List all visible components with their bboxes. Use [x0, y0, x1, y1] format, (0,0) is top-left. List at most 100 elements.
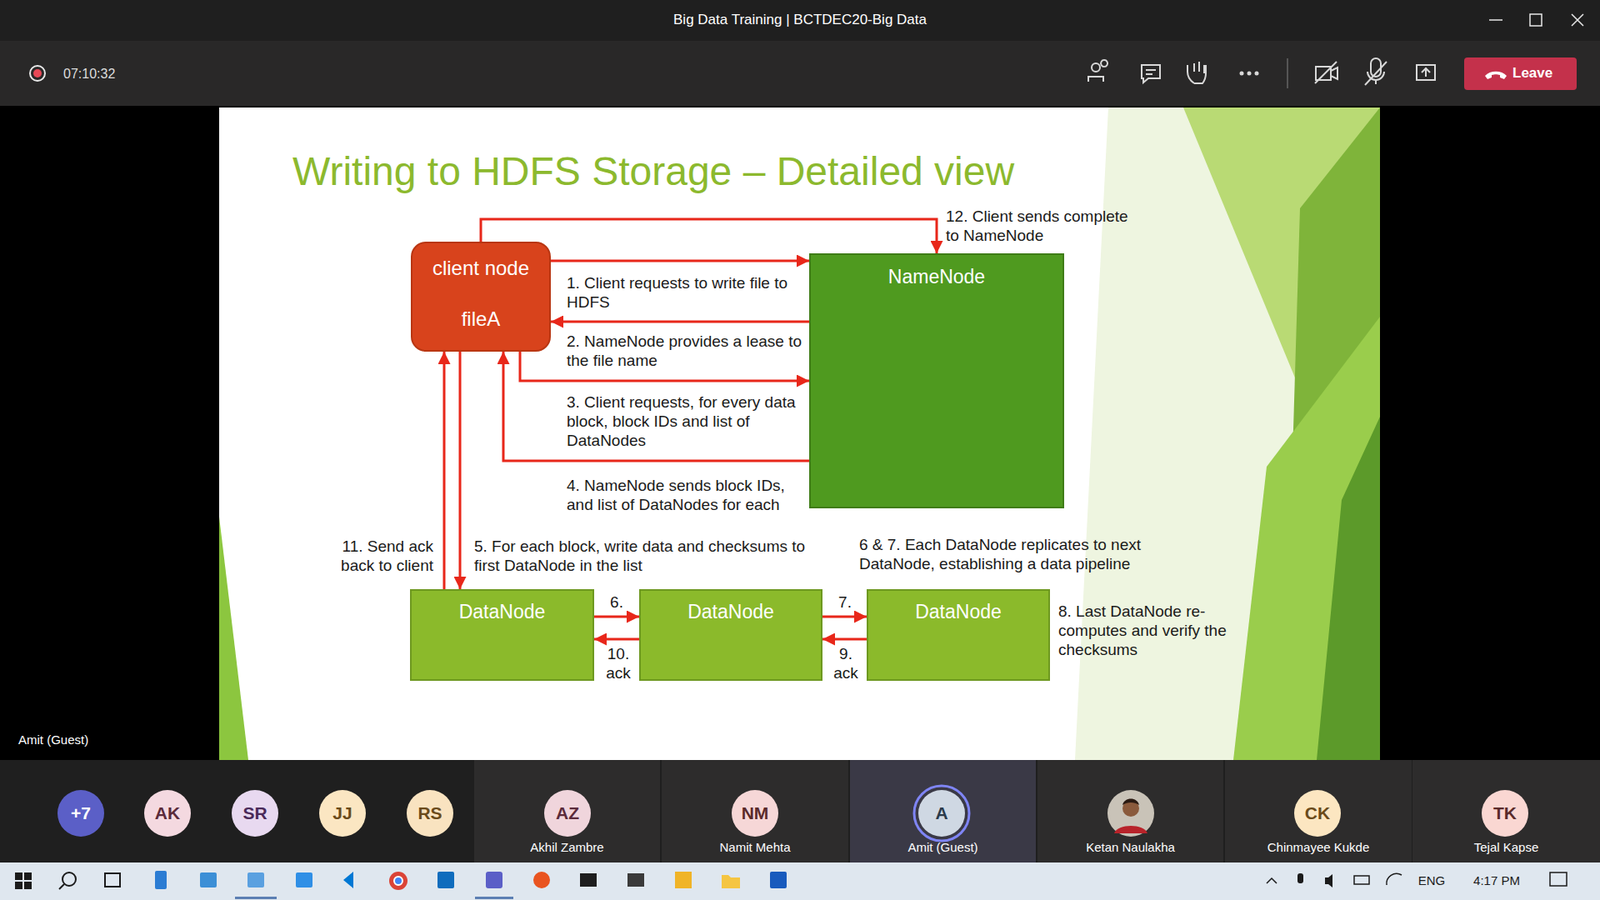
node-title: client node [432, 256, 530, 281]
participant-name: Tejal Kapse [1412, 840, 1600, 855]
word-icon [770, 871, 787, 889]
slide-title: Writing to HDFS Storage – Detailed view [292, 148, 1015, 195]
namenode-box: NameNode [809, 253, 1065, 509]
search-icon [62, 872, 76, 886]
participant-name: Amit (Guest) [850, 840, 1036, 855]
note: 8. Last DataNode re-computes and verify … [1058, 601, 1230, 660]
participant-name: Chinmayee Kukde [1225, 840, 1412, 855]
photo-background [1107, 790, 1155, 837]
avatar-initials: NM [731, 790, 779, 837]
flow-arrow [550, 260, 810, 263]
participant-tile [474, 760, 660, 863]
flow-arrow [520, 351, 810, 381]
language-indicator: ENG [1414, 873, 1450, 889]
flow-arrow [459, 351, 462, 590]
participant-name: Namit Mehta [661, 840, 849, 855]
app-icon [247, 872, 265, 888]
more-icon [1240, 71, 1260, 76]
chrome-icon [394, 876, 403, 885]
vscode-icon [343, 871, 354, 889]
call-timer: 07:10:32 [63, 65, 164, 82]
participant-name: Akhil Zambre [474, 840, 660, 855]
hangup-icon [1485, 71, 1507, 80]
avatar-initials: AZ [544, 790, 591, 837]
step-label: 5. For each block, write data and checks… [474, 536, 833, 575]
participant-name: Ketan Naulakha [1037, 840, 1224, 855]
separator [1286, 58, 1289, 89]
toolbar [0, 40, 1600, 106]
participant-tile [1412, 760, 1600, 863]
avatar-photo [1107, 790, 1155, 837]
dot [1247, 71, 1252, 76]
app-icon [200, 872, 217, 888]
flow-arrow [443, 351, 446, 590]
avatar-initials: TK [1481, 790, 1529, 837]
flow-arrow [550, 320, 810, 324]
participant-tile [661, 760, 849, 863]
slide-decoration [1075, 107, 1380, 760]
flow-arrow [480, 219, 937, 254]
outlook-icon [437, 871, 455, 889]
flow-arrow [594, 638, 640, 641]
slide-decoration [219, 516, 249, 760]
step-label: 9. ack [829, 644, 863, 683]
tray-chevron [1266, 878, 1277, 884]
node-title: DataNode [915, 600, 1002, 625]
start-icon [15, 872, 32, 890]
step-label: 3. Client requests, for every data block… [566, 392, 805, 450]
record-dot [33, 69, 42, 78]
avatar-initials: CK [1294, 790, 1341, 837]
node-title: DataNode [687, 600, 775, 625]
teams-icon [485, 871, 503, 889]
search-icon [59, 884, 65, 890]
flow-arrow [822, 638, 867, 641]
participant-bar [0, 760, 1600, 863]
participant-tile [1225, 760, 1412, 863]
app-icon [295, 872, 313, 888]
note: 6 & 7. Each DataNode replicates to next … [859, 535, 1189, 574]
tray-mic [1297, 873, 1304, 884]
terminal-icon [580, 873, 597, 887]
tray-speaker [1325, 874, 1333, 888]
presenter-name: Amit (Guest) [18, 732, 185, 748]
app-icon [533, 871, 550, 889]
notification-icon [1550, 872, 1567, 886]
camera-off-icon [1315, 61, 1338, 84]
client-box: client node fileA [410, 241, 551, 352]
window-title: Big Data Training | BCTDEC20-Big Data [0, 11, 1600, 29]
close-icon [1571, 14, 1584, 26]
leave-button [1464, 57, 1577, 90]
step-label: 10. ack [600, 644, 637, 683]
datanode-box: DataNode [410, 589, 595, 681]
photo-hair [1122, 799, 1140, 806]
avatar-initials: RS [406, 790, 454, 837]
chrome-icon [389, 871, 408, 890]
participant-tile [850, 760, 1036, 863]
active-indicator [235, 896, 277, 900]
step-label: 2. NameNode provides a lease to the file… [566, 331, 805, 370]
chat-icon [1141, 65, 1160, 83]
mic-off-icon [1365, 58, 1387, 85]
datanode-box: DataNode [866, 589, 1050, 681]
people-icon [1088, 60, 1108, 82]
terminal-icon [627, 873, 645, 887]
step-label: 1. Client requests to write file to HDFS [566, 273, 805, 312]
taskbar [0, 862, 1600, 900]
step-label: 12. Client sends complete to NameNode [945, 206, 1134, 245]
title-bar [0, 0, 1600, 41]
photo-shirt [1114, 825, 1148, 834]
avatar-initials: AK [144, 790, 191, 837]
people-icon [1091, 63, 1100, 72]
taskbar-icons [15, 870, 1567, 900]
node-body: fileA [461, 307, 501, 332]
minimize-icon [1489, 19, 1503, 21]
speaker-ring [914, 785, 970, 841]
tray-wifi [1386, 873, 1402, 885]
folder-icon [721, 875, 740, 889]
maximize-icon [1530, 14, 1542, 26]
node-title: NameNode [888, 265, 985, 290]
app-icon [675, 871, 692, 889]
